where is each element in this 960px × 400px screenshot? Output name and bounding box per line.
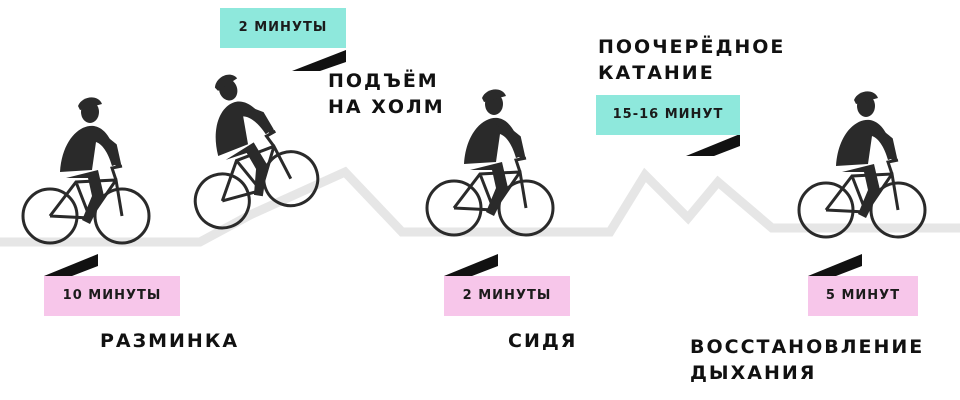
duration-badge-warmup: 10 МИНУТЫ [44, 276, 180, 316]
duration-badge-hill: 2 МИНУТЫ [220, 8, 346, 48]
pointer-triangle-icon [444, 254, 498, 276]
bicycle-rider-icon [799, 91, 925, 237]
duration-badge-alternating: 15-16 МИНУТ [596, 95, 740, 135]
stage-label-line: КАТАНИЕ [598, 62, 715, 84]
stage-label-warmup: РАЗМИНКА [100, 328, 239, 354]
stage-label-line: СИДЯ [508, 330, 578, 352]
stage-label-line: ПОДЪЁМ [328, 70, 439, 92]
pointer-triangle-icon [808, 254, 862, 276]
duration-badge-seated: 2 МИНУТЫ [444, 276, 570, 316]
stage-label-line: РАЗМИНКА [100, 330, 240, 352]
stage-label-recovery: ВОССТАНОВЛЕНИЕ ДЫХАНИЯ [690, 334, 924, 386]
duration-badge-recovery: 5 МИНУТ [808, 276, 918, 316]
stage-label-hill: ПОДЪЁМ НА ХОЛМ [328, 68, 445, 120]
bicycle-rider-icon [23, 97, 149, 243]
bicycle-rider-icon [427, 89, 553, 235]
pointer-triangle-icon [44, 254, 98, 276]
bicycle-rider-icon [160, 58, 325, 235]
stage-label-line: ВОССТАНОВЛЕНИЕ [690, 336, 925, 358]
stage-label-line: ДЫХАНИЯ [690, 362, 817, 384]
stage-label-seated: СИДЯ [508, 328, 577, 354]
pointer-triangle-icon [686, 134, 740, 156]
stage-label-alternating: ПООЧЕРЁДНОЕ КАТАНИЕ [598, 34, 785, 86]
pointer-triangle-icon [292, 50, 346, 71]
stage-label-line: НА ХОЛМ [328, 96, 445, 118]
stage-label-line: ПООЧЕРЁДНОЕ [598, 36, 786, 58]
